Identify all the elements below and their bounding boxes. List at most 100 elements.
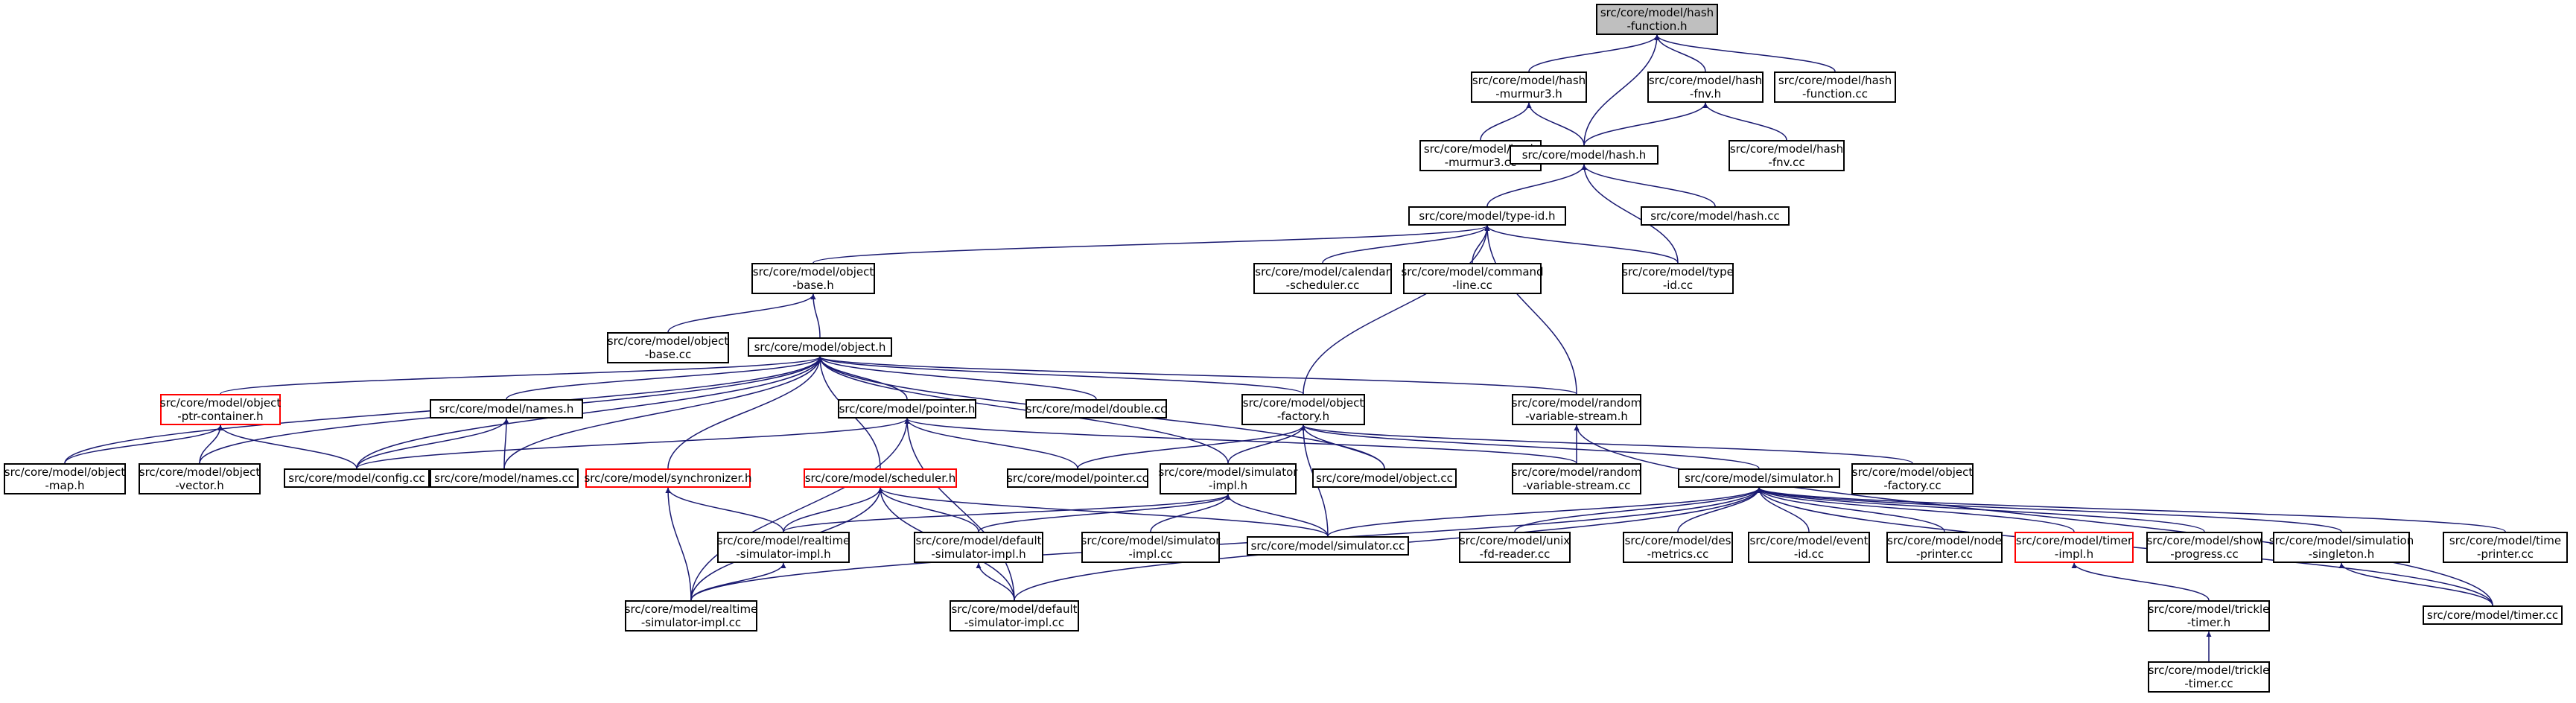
node-simulator-h[interactable]: src/core/model/simulator.h (1678, 468, 1840, 488)
node-label-line: -metrics.cc (1647, 547, 1709, 561)
node-show-progress-cc[interactable]: src/core/model/show-progress.cc (2146, 532, 2262, 563)
edge-hash_murmur3_cc-to-hash_murmur3_h (1480, 102, 1532, 141)
node-label-line: -vector.h (175, 479, 224, 492)
node-label-line: -base.cc (644, 348, 692, 361)
node-trickle-timer-h[interactable]: src/core/model/trickle-timer.h (2148, 600, 2270, 632)
node-synchronizer-h[interactable]: src/core/model/synchronizer.h (584, 468, 752, 488)
edge-config_cc-to-object_h (356, 356, 823, 469)
node-hash-murmur3-h[interactable]: src/core/model/hash-murmur3.h (1471, 71, 1587, 103)
edge-default_simulator_impl_cc-to-default_simulator_impl_h (976, 562, 1015, 601)
node-object-factory-cc[interactable]: src/core/model/object-factory.cc (1851, 463, 1974, 494)
node-label-line: -scheduler.cc (1285, 279, 1360, 292)
node-config-cc[interactable]: src/core/model/config.cc (284, 468, 430, 488)
node-names-h[interactable]: src/core/model/names.h (430, 399, 583, 419)
node-label-line: src/core/model/scheduler.h (804, 471, 956, 485)
node-realtime-simulator-impl-h[interactable]: src/core/model/realtime-simulator-impl.h (717, 532, 850, 563)
node-label-line: src/core/model/command (1401, 265, 1544, 279)
node-unix-fd-reader-cc[interactable]: src/core/model/unix-fd-reader.cc (1459, 532, 1571, 563)
node-calendar-scheduler-cc[interactable]: src/core/model/calendar-scheduler.cc (1253, 263, 1392, 294)
node-random-variable-stream-h[interactable]: src/core/model/random-variable-stream.h (1512, 394, 1641, 425)
node-hash-cc[interactable]: src/core/model/hash.cc (1641, 206, 1790, 226)
node-label-line: -timer.cc (2184, 677, 2233, 690)
node-hash-fnv-cc[interactable]: src/core/model/hash-fnv.cc (1729, 140, 1845, 171)
node-label-line: src/core/model/hash (1729, 142, 1844, 156)
node-simulator-cc[interactable]: src/core/model/simulator.cc (1247, 536, 1409, 556)
node-label-line: src/core/model/names.h (439, 402, 574, 416)
node-object-cc[interactable]: src/core/model/object.cc (1312, 468, 1457, 488)
node-node-printer-cc[interactable]: src/core/model/node-printer.cc (1886, 532, 2003, 563)
node-object-base-h[interactable]: src/core/model/object-base.h (751, 263, 875, 294)
node-trickle-timer-cc[interactable]: src/core/model/trickle-timer.cc (2148, 661, 2270, 693)
node-event-id-cc[interactable]: src/core/model/event-id.cc (1748, 532, 1870, 563)
node-label-line: -ptr-container.h (177, 410, 264, 423)
node-pointer-h[interactable]: src/core/model/pointer.h (838, 399, 976, 419)
edge-type_id_cc-to-type_id_h (1484, 225, 1679, 264)
node-label-line: src/core/model/node (1887, 534, 2002, 547)
node-simulator-impl-cc[interactable]: src/core/model/simulator-impl.cc (1081, 532, 1220, 563)
node-hash-fnv-h[interactable]: src/core/model/hash-fnv.h (1647, 71, 1764, 103)
node-label-line: src/core/model/hash (1600, 6, 1714, 19)
node-type-id-cc[interactable]: src/core/model/type-id.cc (1622, 263, 1734, 294)
edge-realtime_simulator_impl_cc-to-realtime_simulator_impl_h (690, 562, 786, 601)
node-label-line: src/core/model/config.cc (288, 471, 425, 485)
node-random-variable-stream-cc[interactable]: src/core/model/random-variable-stream.cc (1512, 463, 1641, 494)
node-object-vector-h[interactable]: src/core/model/object-vector.h (139, 463, 261, 494)
node-label-line: -variable-stream.h (1525, 410, 1628, 423)
node-hash-function-cc[interactable]: src/core/model/hash-function.cc (1774, 71, 1896, 103)
edge-pointer_cc-to-pointer_h (904, 418, 1078, 469)
node-time-printer-cc[interactable]: src/core/model/time-printer.cc (2443, 532, 2568, 563)
node-label-line: -simulator-impl.h (736, 547, 831, 561)
edge-realtime_simulator_impl_cc-to-simulator_h (690, 487, 1762, 601)
node-label-line: -simulator-impl.cc (640, 616, 742, 629)
node-label-line: src/core/model/hash (1472, 74, 1586, 87)
node-timer-cc[interactable]: src/core/model/timer.cc (2423, 605, 2563, 625)
node-label-line: src/core/model/des (1624, 534, 1731, 547)
node-timer-impl-h[interactable]: src/core/model/timer-impl.h (2014, 532, 2134, 563)
node-label-line: -printer.cc (2477, 547, 2534, 561)
edge-hash_h-to-hash_murmur3_h (1526, 102, 1585, 146)
node-label-line: src/core/model/realtime (624, 602, 758, 616)
node-label-line: -fd-reader.cc (1479, 547, 1551, 561)
node-label-line: src/core/model/calendar (1255, 265, 1390, 279)
node-type-id-h[interactable]: src/core/model/type-id.h (1408, 206, 1566, 226)
node-simulator-impl-h[interactable]: src/core/model/simulator-impl.h (1158, 463, 1298, 494)
node-object-factory-h[interactable]: src/core/model/object-factory.h (1241, 394, 1365, 425)
node-label-line: src/core/model/show (2146, 534, 2262, 547)
edge-type_id_h-to-hash_h (1486, 164, 1587, 207)
node-label-line: -id.cc (1793, 547, 1825, 561)
node-label-line: src/core/model/simulator (1081, 534, 1221, 547)
node-label-line: src/core/model/simulator (1158, 465, 1298, 479)
node-object-h[interactable]: src/core/model/object.h (748, 337, 892, 357)
node-label-line: src/core/model/trickle (2148, 602, 2270, 616)
node-hash-h[interactable]: src/core/model/hash.h (1510, 145, 1659, 165)
node-label-line: src/core/model/type (1622, 265, 1734, 279)
node-realtime-simulator-impl-cc[interactable]: src/core/model/realtime-simulator-impl.c… (625, 600, 757, 632)
node-default-simulator-impl-h[interactable]: src/core/model/default-simulator-impl.h (914, 532, 1043, 563)
node-label-line: -timer.h (2187, 616, 2231, 629)
node-label-line: src/core/model/pointer.cc (1007, 471, 1148, 485)
node-pointer-cc[interactable]: src/core/model/pointer.cc (1007, 468, 1148, 488)
node-label-line: -murmur3.cc (1444, 156, 1517, 169)
edge-default_simulator_impl_h-to-simulator_impl_h (978, 494, 1231, 532)
node-label-line: -base.h (792, 279, 834, 292)
node-scheduler-h[interactable]: src/core/model/scheduler.h (804, 468, 957, 488)
node-object-base-cc[interactable]: src/core/model/object-base.cc (607, 332, 729, 363)
edge-simulator_h-to-object_factory_h (1300, 424, 1760, 469)
node-des-metrics-cc[interactable]: src/core/model/des-metrics.cc (1623, 532, 1733, 563)
node-command-line-cc[interactable]: src/core/model/command-line.cc (1401, 263, 1544, 294)
edge-object_h-to-object_base_h (810, 293, 821, 338)
node-object-map-h[interactable]: src/core/model/object-map.h (4, 463, 126, 494)
edge-object_factory_h-to-object_h (817, 356, 1304, 395)
node-double-cc[interactable]: src/core/model/double.cc (1025, 399, 1167, 419)
node-label-line: -murmur3.h (1495, 87, 1562, 101)
edge-default_simulator_impl_h-to-scheduler_h (877, 487, 979, 532)
node-simulation-singleton-h[interactable]: src/core/model/simulation-singleton.h (2269, 532, 2414, 563)
node-names-cc[interactable]: src/core/model/names.cc (430, 468, 579, 488)
node-hash-function-h[interactable]: src/core/model/hash-function.h (1596, 4, 1718, 35)
node-default-simulator-impl-cc[interactable]: src/core/model/default-simulator-impl.cc (950, 600, 1079, 632)
node-label-line: src/core/model/hash (1778, 74, 1892, 87)
node-object-ptr-container-h[interactable]: src/core/model/object-ptr-container.h (160, 394, 281, 425)
edge-object_ptr_container_h-to-object_h (220, 356, 823, 395)
node-label-line: src/core/model/random (1511, 396, 1642, 410)
